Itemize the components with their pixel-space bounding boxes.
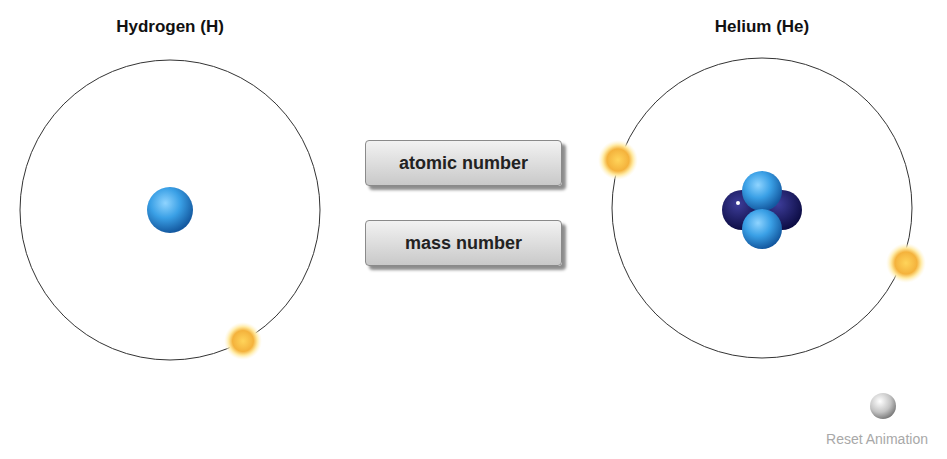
toggle-button: mass number — [365, 220, 562, 266]
proton — [742, 209, 782, 249]
atom-title: Helium (He) — [715, 17, 809, 37]
atom-title: Hydrogen (H) — [116, 17, 224, 37]
reset-caption-text: Reset Animation — [826, 431, 928, 447]
proton — [147, 187, 193, 233]
reset-caption: Reset Animation — [826, 431, 928, 447]
button-label: mass number — [405, 233, 522, 254]
reset-button — [870, 393, 896, 419]
button-label: atomic number — [399, 153, 528, 174]
orbit — [20, 60, 320, 360]
electron — [224, 322, 262, 360]
toggle-button: atomic number — [365, 140, 562, 186]
electron — [886, 243, 926, 283]
atom-title-text: Hydrogen (H) — [116, 17, 224, 36]
highlight — [736, 201, 740, 205]
atom-title-text: Helium (He) — [715, 17, 809, 36]
orbit — [612, 58, 912, 358]
electron — [598, 140, 638, 180]
proton — [742, 171, 782, 211]
